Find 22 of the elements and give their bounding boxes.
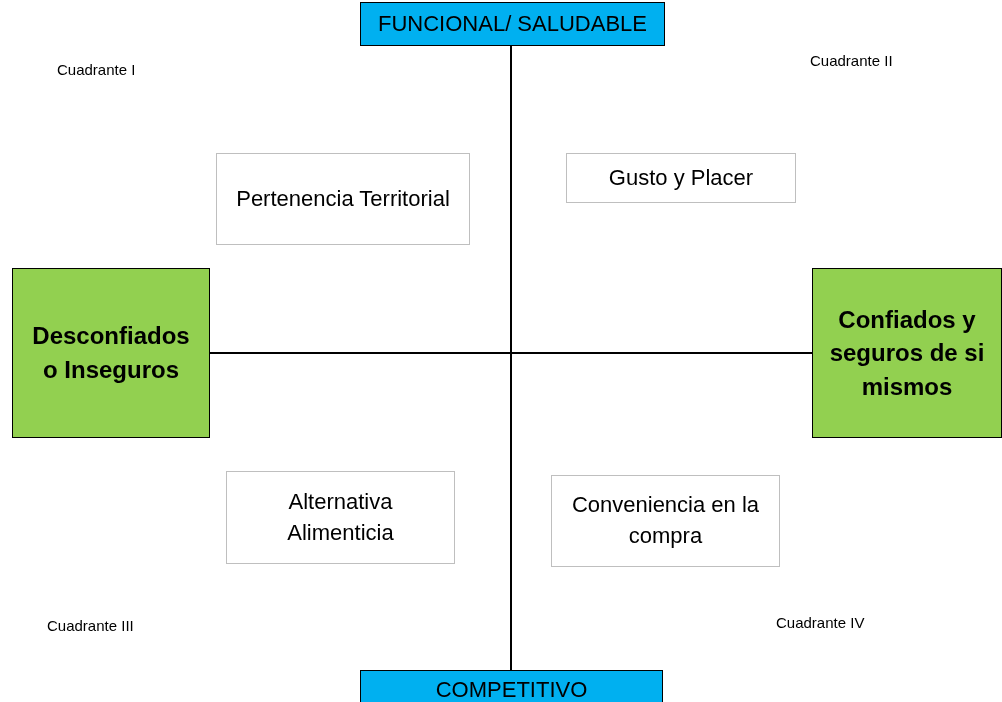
pole-box [812, 268, 1002, 438]
axis-label-box [360, 670, 663, 702]
box-text: Conveniencia en la compra [570, 491, 761, 550]
box-text: COMPETITIVO [434, 675, 589, 702]
category-box [551, 475, 780, 567]
quadrant-label: Cuadrante II [810, 52, 893, 69]
quadrant-label: Cuadrante IV [776, 614, 865, 631]
box-text: Alternativa Alimenticia [286, 487, 395, 547]
category-box [226, 471, 455, 564]
box-text: Gusto y Placer [607, 163, 755, 192]
axis-line [209, 352, 813, 354]
category-box [216, 153, 470, 245]
box-text: Confiados y seguros de si mismos [828, 304, 986, 402]
category-box [566, 153, 796, 203]
axis-line [510, 45, 512, 671]
box-text: FUNCIONAL/ SALUDABLE [377, 9, 648, 38]
axis-label-box [360, 2, 665, 46]
quadrant-label: Cuadrante III [47, 617, 134, 634]
quadrant-label: Cuadrante I [57, 61, 136, 78]
box-text: Desconfiados o Inseguros [31, 321, 191, 385]
box-text: Pertenencia Territorial [235, 184, 451, 213]
pole-box [12, 268, 210, 438]
